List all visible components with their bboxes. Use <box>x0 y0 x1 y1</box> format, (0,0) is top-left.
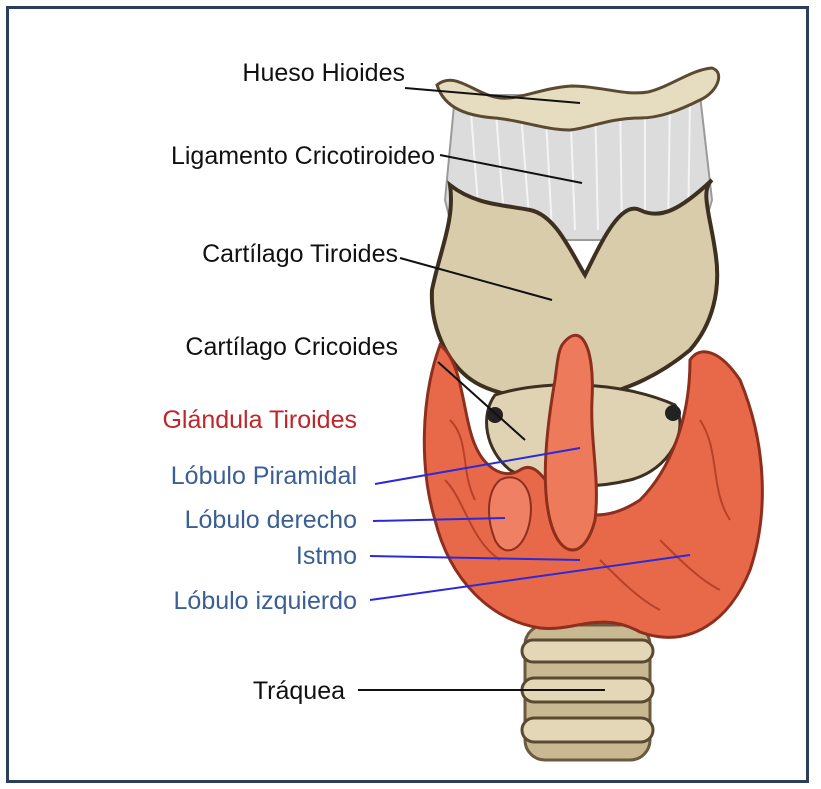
label-left-lobe: Lóbulo izquierdo <box>90 586 357 616</box>
label-right-lobe: Lóbulo derecho <box>90 505 357 535</box>
label-thyroid-gland: Glándula Tiroides <box>90 405 357 435</box>
label-cricothyroid-ligament: Ligamento Cricotiroideo <box>60 141 435 171</box>
label-trachea: Tráquea <box>150 676 345 706</box>
trachea-illustration <box>522 625 653 760</box>
label-pyramidal-lobe: Lóbulo Piramidal <box>90 461 357 491</box>
label-thyroid-cartilage: Cartílago Tiroides <box>130 239 398 269</box>
label-isthmus: Istmo <box>90 541 357 571</box>
label-hyoid-bone: Hueso Hioides <box>160 58 405 88</box>
label-cricoid-cartilage: Cartílago Cricoides <box>110 332 398 362</box>
